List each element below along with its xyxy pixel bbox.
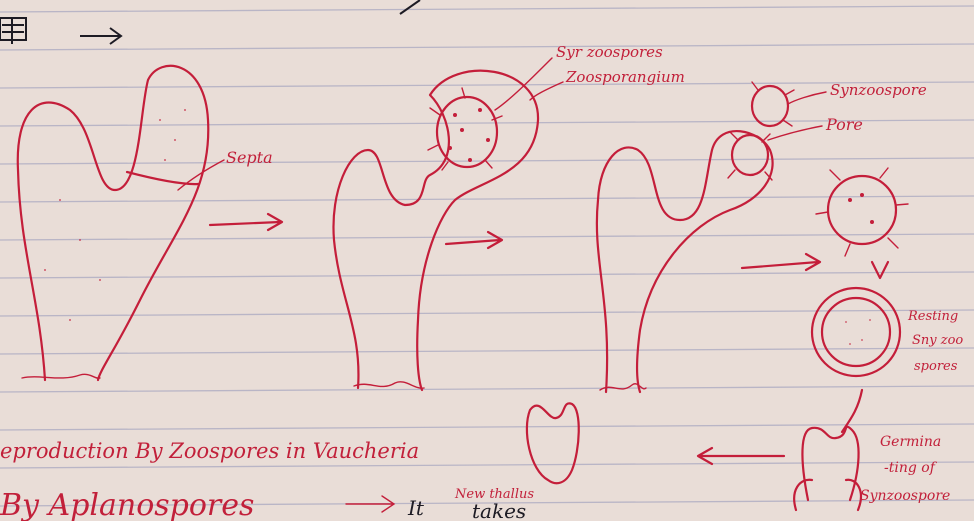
section-heading: By Aplanospores <box>0 488 254 521</box>
label-resting-2: Sny zoo <box>912 333 963 348</box>
arrow-to-new-thallus <box>698 448 784 464</box>
label-zoosporangium: Zoosporangium <box>565 68 685 86</box>
free-synzoospore <box>816 168 908 278</box>
stage-3-thallus <box>597 82 794 392</box>
label-germinating-2: -ting of <box>884 460 938 476</box>
pointer-pore <box>768 126 822 140</box>
arrow-stage-1-to-2 <box>210 214 282 230</box>
label-germinating-1: Germina <box>880 434 941 450</box>
label-resting-3: spores <box>914 359 958 374</box>
heading-arrow <box>346 496 394 512</box>
corner-figure-mark <box>0 0 420 44</box>
label-resting-1: Resting <box>907 309 958 324</box>
label-pore: Pore <box>825 115 863 134</box>
stage-1-thallus <box>18 66 209 380</box>
diagram-caption: eproduction By Zoospores in Vaucheria <box>0 439 419 463</box>
arrow-stage-3-to-free-spore <box>742 254 820 270</box>
arrow-resting-to-germinating <box>842 390 862 432</box>
germinating-synzoospore <box>794 427 861 510</box>
stage-2-thallus <box>333 71 538 390</box>
resting-synzoospore <box>812 288 900 376</box>
new-thallus <box>527 403 579 483</box>
label-germinating-3: Synzoospore <box>860 488 950 504</box>
arrow-stage-2-to-3 <box>446 232 502 248</box>
heading-it: It <box>407 496 425 520</box>
label-synzoospore: Synzoospore <box>830 81 927 99</box>
heading-takes: takes <box>472 499 526 521</box>
label-syn-zoospores: Syr zoospores <box>556 43 663 61</box>
ruled-lines <box>0 6 974 506</box>
pointer-synzoospore <box>788 92 826 104</box>
label-septa: Septa <box>226 148 273 167</box>
